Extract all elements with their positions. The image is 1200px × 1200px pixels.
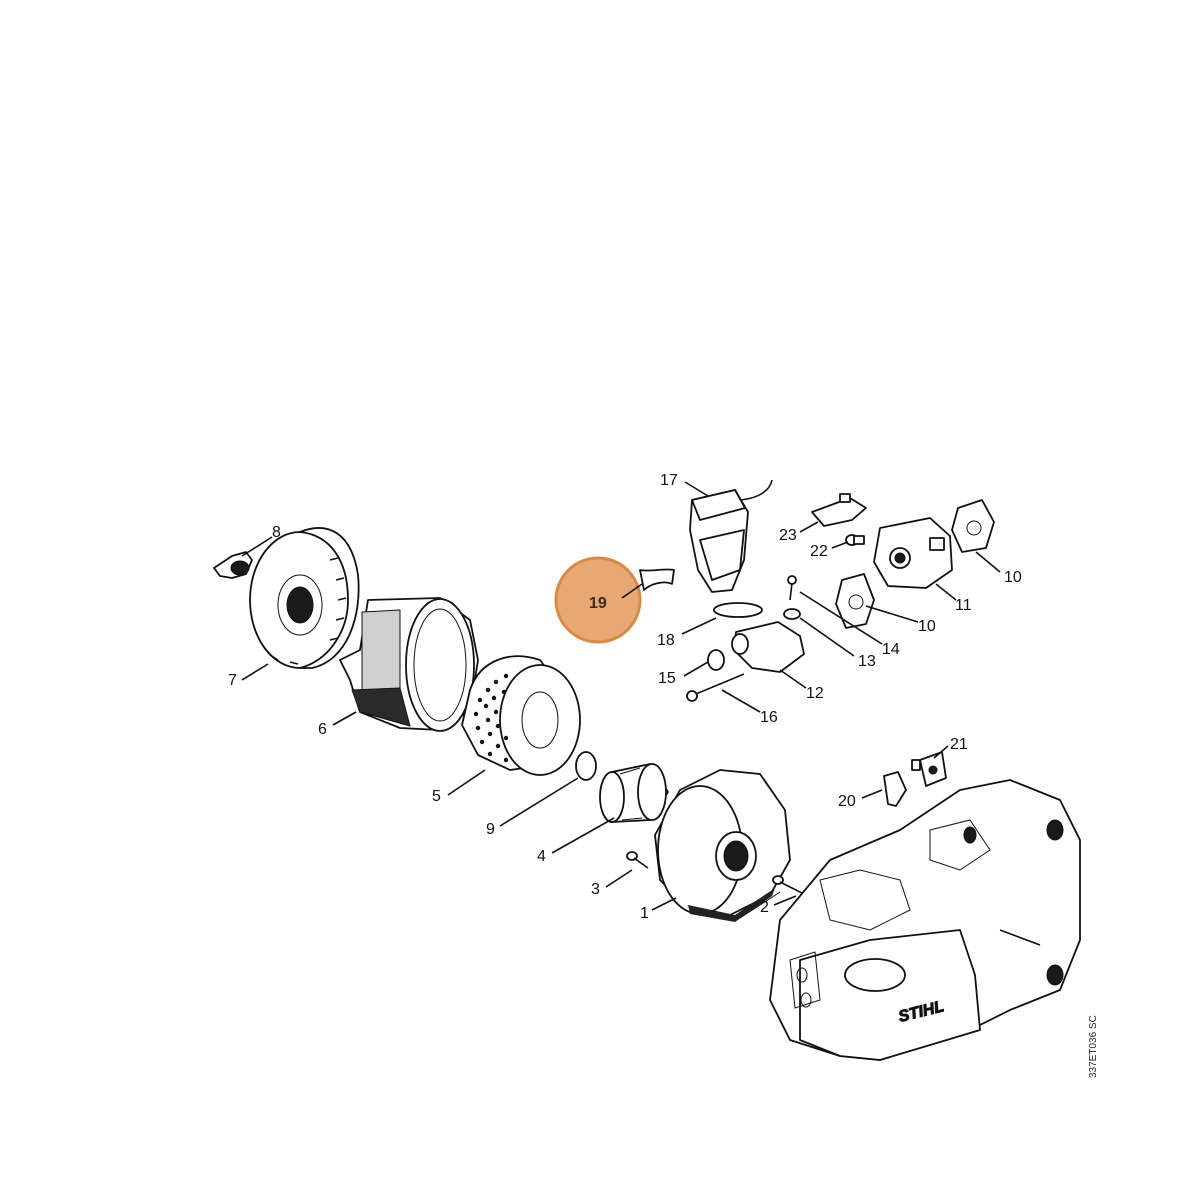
part-5-air-filter[interactable]	[461, 655, 581, 776]
leader-lines	[241, 481, 1001, 911]
callout-9[interactable]: 9	[486, 821, 495, 838]
callout-3[interactable]: 3	[591, 881, 600, 898]
part-14-screw[interactable]	[787, 575, 797, 601]
callout-18[interactable]: 18	[657, 632, 675, 649]
cover-rib-marks	[269, 557, 347, 665]
callout-13[interactable]: 13	[858, 653, 876, 670]
part-15-sleeve[interactable]	[707, 649, 725, 671]
callout-10-upper[interactable]: 10	[1004, 569, 1022, 586]
part-13-washer[interactable]	[783, 608, 801, 620]
part-11-carburetor[interactable]	[873, 517, 953, 589]
callout-15[interactable]: 15	[658, 670, 676, 687]
part-4-strainer[interactable]	[599, 763, 669, 823]
part-22-nipple[interactable]	[845, 534, 865, 546]
part-3-screw[interactable]	[626, 851, 649, 869]
callout-14[interactable]: 14	[882, 641, 900, 658]
callout-17[interactable]: 17	[660, 472, 678, 489]
callout-22[interactable]: 22	[810, 543, 828, 560]
callout-2[interactable]: 2	[760, 899, 769, 916]
callout-7[interactable]: 7	[228, 672, 237, 689]
leader-line-19	[621, 583, 643, 599]
part-10-gasket-upper[interactable]	[951, 499, 995, 553]
callout-20[interactable]: 20	[838, 793, 856, 810]
callout-23[interactable]: 23	[779, 527, 797, 544]
part-12-elbow[interactable]	[731, 621, 805, 673]
part-21-plate[interactable]	[911, 751, 947, 787]
part-8-wing-nut[interactable]	[213, 551, 253, 579]
part-9-washer[interactable]	[575, 751, 597, 781]
part-1-filter-base[interactable]	[654, 769, 791, 922]
part-16-bolt[interactable]	[686, 673, 745, 702]
callout-16[interactable]: 16	[760, 709, 778, 726]
callout-5[interactable]: 5	[432, 788, 441, 805]
filter-mesh-dots	[473, 673, 509, 763]
part-20-clip[interactable]	[883, 771, 907, 807]
part-18-hose-clamp[interactable]	[713, 602, 763, 618]
drawing-reference: 337ET036 SC	[1088, 1015, 1099, 1078]
callout-8[interactable]: 8	[272, 524, 281, 541]
part-17-intake-manifold[interactable]	[689, 479, 773, 593]
part-6-prefilter[interactable]	[339, 597, 479, 732]
callout-21[interactable]: 21	[950, 736, 968, 753]
callout-6[interactable]: 6	[318, 721, 327, 738]
callout-1[interactable]: 1	[640, 905, 649, 922]
part-2-screw[interactable]	[772, 875, 809, 897]
part-19-bracket[interactable]	[639, 568, 675, 591]
crankcase: STIHL	[769, 779, 1081, 1061]
part-23-lever[interactable]	[811, 493, 867, 527]
callout-11[interactable]: 11	[955, 597, 972, 614]
callout-labels: 1 2 3 4 5 6 7 8 9 10 10 11 12 13 14 15 1…	[228, 472, 1022, 922]
callout-19[interactable]: 19	[589, 595, 607, 612]
callout-10-lower[interactable]: 10	[918, 618, 936, 635]
callout-19-highlight[interactable]	[554, 556, 642, 644]
part-7-filter-cover[interactable]	[249, 527, 360, 669]
callout-4[interactable]: 4	[537, 848, 546, 865]
callout-12[interactable]: 12	[806, 685, 824, 702]
part-10-gasket-lower[interactable]	[835, 573, 875, 629]
